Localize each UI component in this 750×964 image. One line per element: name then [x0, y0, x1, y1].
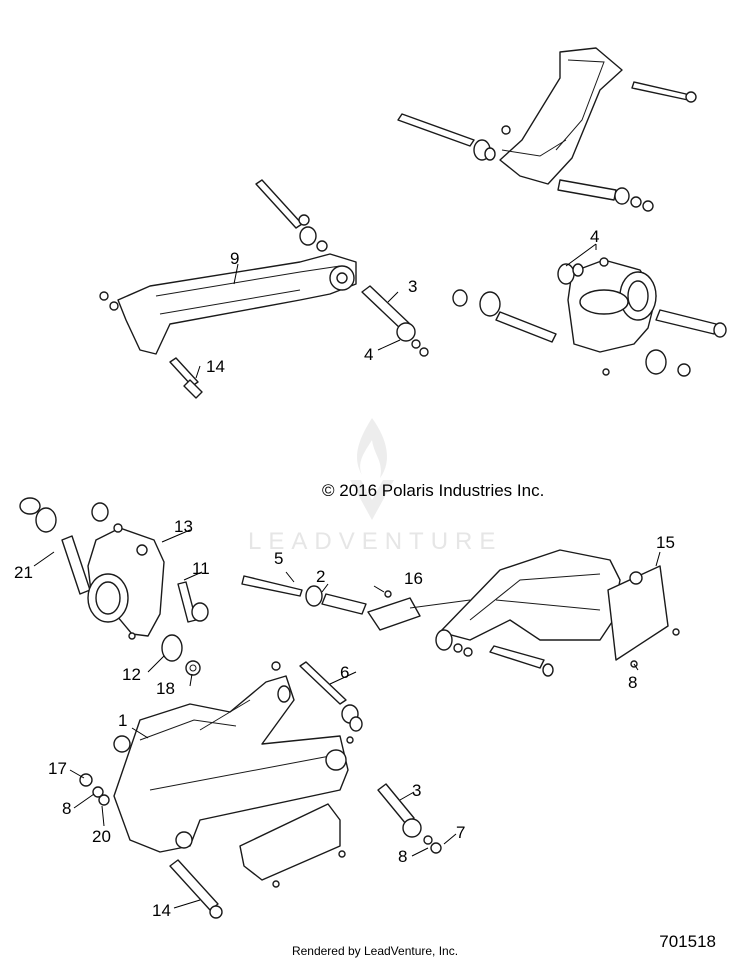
callout-7: 7 — [456, 823, 465, 842]
callout-8-right: 8 — [398, 847, 407, 866]
callout-15: 14 — [206, 357, 225, 376]
callout-1: 1 — [118, 711, 127, 730]
callout-6: 6 — [340, 663, 349, 682]
callout-21: 21 — [14, 563, 33, 582]
callout-2: 2 — [316, 567, 325, 586]
callout-17: 16 — [404, 569, 423, 588]
callout-3-lower: 3 — [412, 781, 421, 800]
callout-4-left: 4 — [364, 345, 373, 364]
callout-20: 20 — [92, 827, 111, 846]
leadventure-flame-icon — [350, 418, 394, 520]
knuckle-left — [19, 497, 209, 676]
callout-12: 12 — [122, 665, 141, 684]
copyright-notice: © 2016 Polaris Industries Inc. — [322, 481, 545, 500]
rendered-by-footer: Rendered by LeadVenture, Inc. — [291, 944, 459, 958]
callout-18: 17 — [48, 759, 67, 778]
trailing-arm-upper — [397, 47, 697, 212]
diagram-number: 701518 — [659, 932, 716, 951]
callout-13: 13 — [174, 517, 193, 536]
callout-14: 14 — [152, 901, 171, 920]
callout-4-right: 4 — [590, 227, 599, 246]
callout-3-upper: 3 — [408, 277, 417, 296]
callout-9: 9 — [230, 249, 239, 268]
callout-16: 15 — [656, 533, 675, 552]
callout-19: 18 — [156, 679, 175, 698]
callout-10: 8 — [628, 673, 637, 692]
rear-upper-arm — [99, 179, 429, 399]
leader-lines — [33, 243, 661, 909]
knuckle-right — [452, 257, 727, 377]
callout-labels: 9 3 4 4 14 13 11 21 12 18 5 2 16 15 8 6 … — [14, 227, 675, 920]
callout-8-left: 8 — [62, 799, 71, 818]
lower-frame-assembly — [79, 661, 442, 919]
callout-11: 11 — [192, 559, 210, 578]
rear-frame-carrier — [241, 549, 680, 677]
callout-5: 5 — [274, 549, 283, 568]
watermark-text: LEADVENTURE — [248, 528, 503, 555]
